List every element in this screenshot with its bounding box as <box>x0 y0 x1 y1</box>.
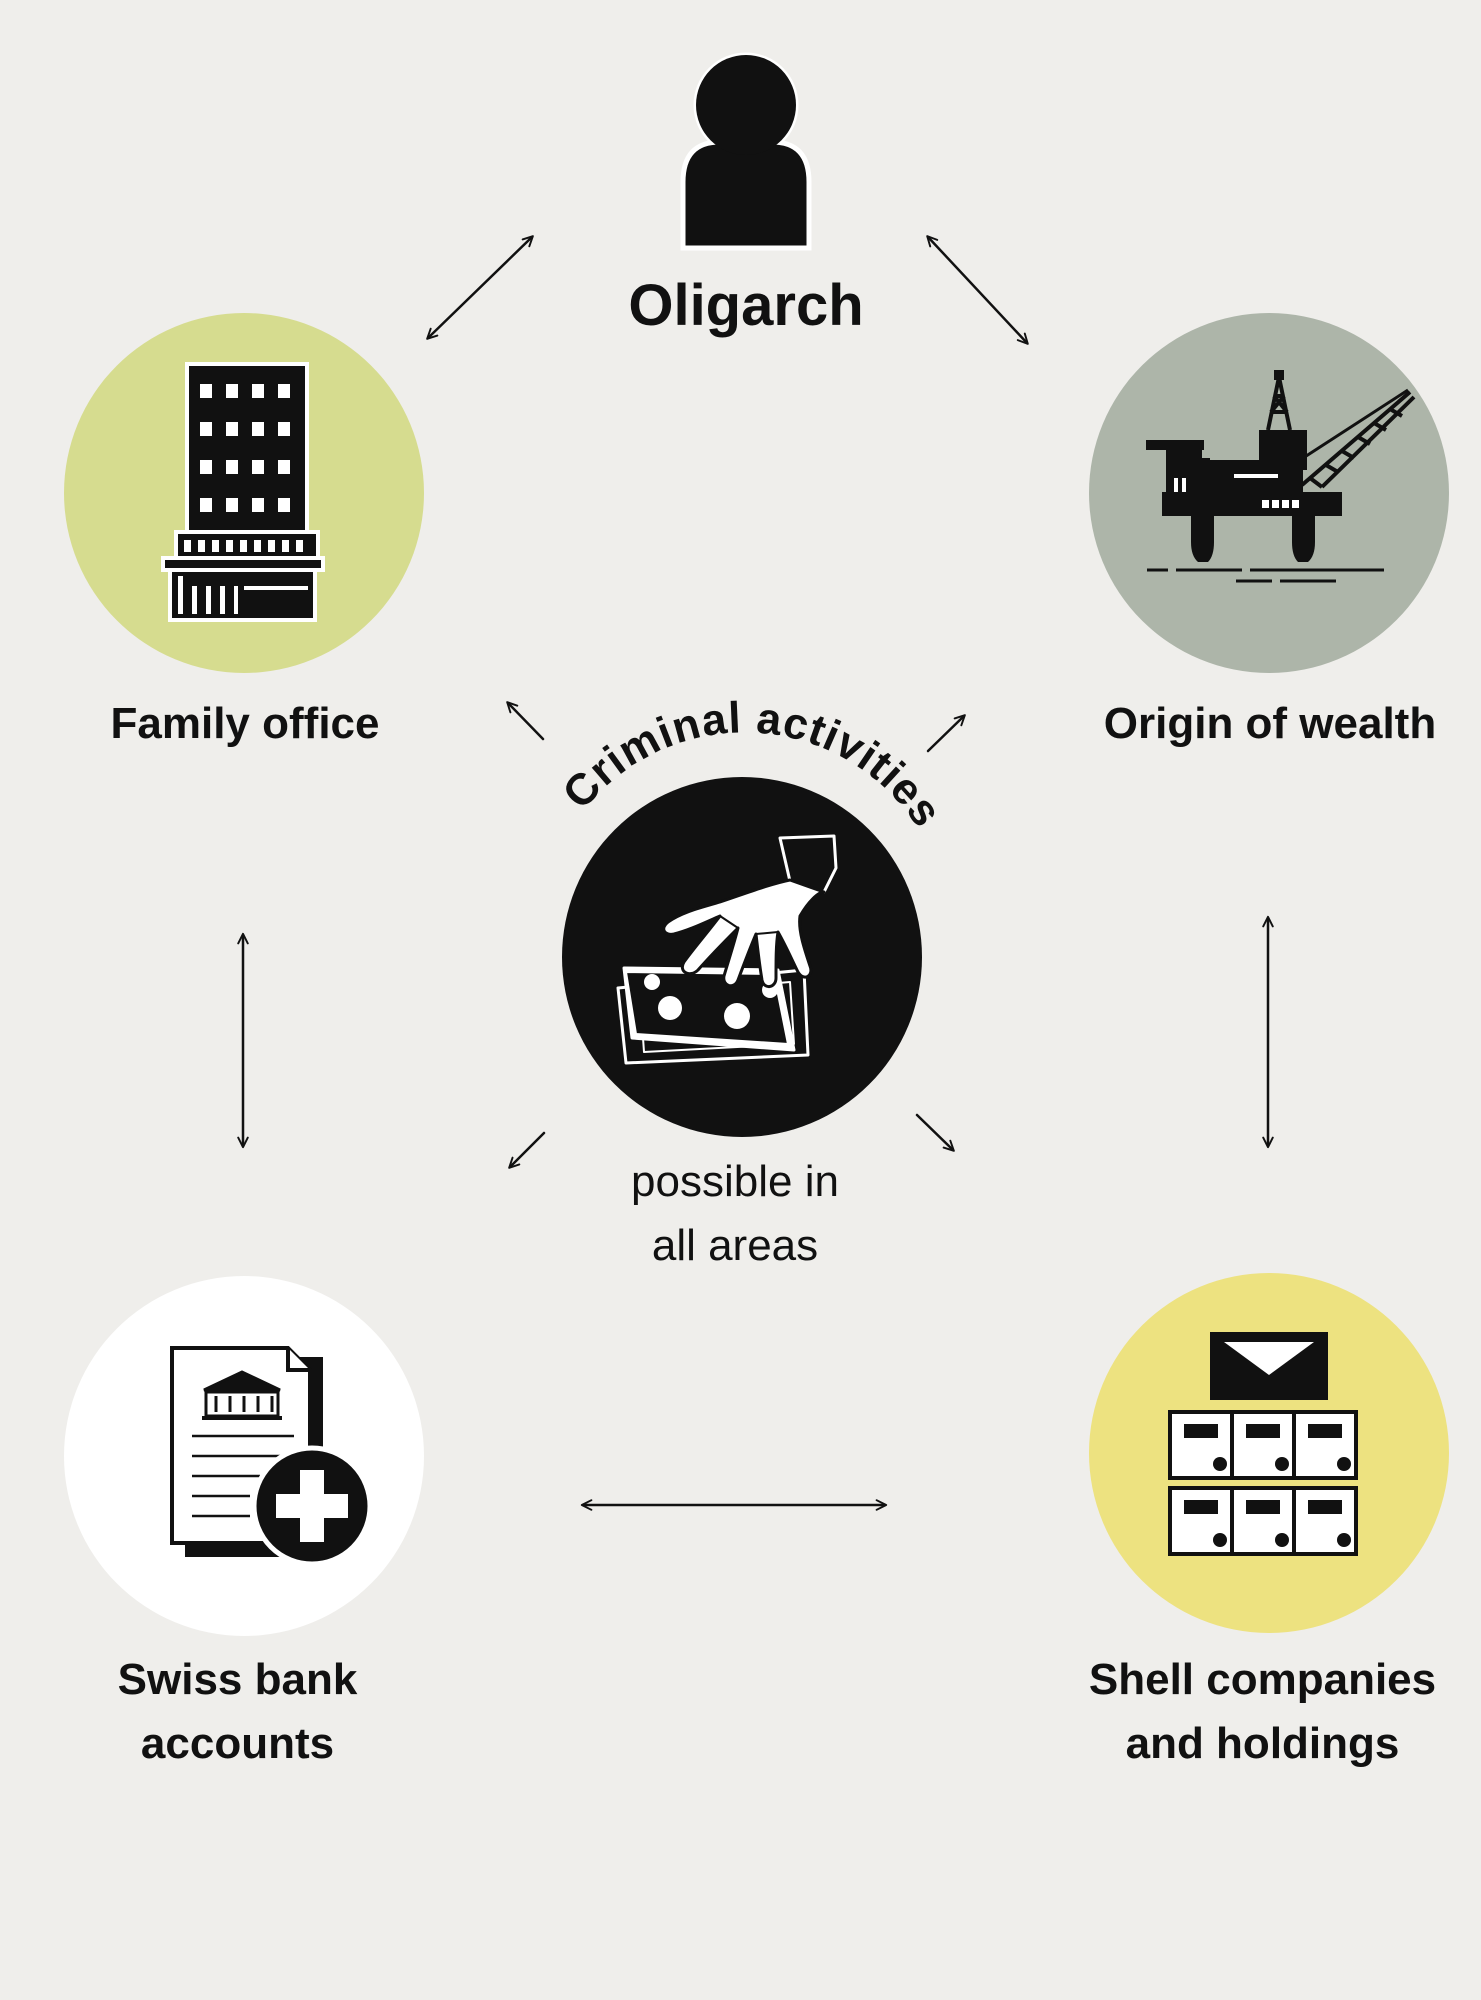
swiss-bank-accounts-label: Swiss bank accounts <box>60 1648 415 1776</box>
note-line-2: all areas <box>651 1221 819 1270</box>
arrow-criminal-to-origin-of-wealth <box>926 714 966 753</box>
note-line-1: possible in <box>631 1157 839 1206</box>
swiss-bank-line-2: accounts <box>140 1719 335 1768</box>
arrow-oligarch-origin-of-wealth <box>926 235 1029 345</box>
mailboxes-icon <box>1168 1332 1358 1556</box>
hand-taking-money-icon <box>616 834 838 1065</box>
origin-of-wealth-label: Origin of wealth <box>1103 699 1437 748</box>
swiss-bank-line-1: Swiss bank <box>117 1655 358 1704</box>
office-building-icon <box>161 362 325 622</box>
person-icon <box>680 52 812 251</box>
arrow-criminal-to-shell-companies <box>915 1113 955 1152</box>
bank-document-swiss-cross-icon <box>170 1346 373 1567</box>
arrow-oligarch-family-office <box>426 235 534 340</box>
oligarch-label: Oligarch <box>628 273 864 338</box>
criminal-activities-note: possible in all areas <box>560 1150 910 1278</box>
oil-rig-icon <box>1146 370 1416 583</box>
family-office-label: Family office <box>110 699 380 748</box>
shell-companies-line-1: Shell companies <box>1088 1655 1437 1704</box>
arrow-criminal-to-family-office <box>506 701 545 741</box>
shell-companies-line-2: and holdings <box>1125 1719 1400 1768</box>
arrow-criminal-to-swiss-bank <box>508 1131 546 1169</box>
shell-companies-label: Shell companies and holdings <box>1060 1648 1465 1776</box>
